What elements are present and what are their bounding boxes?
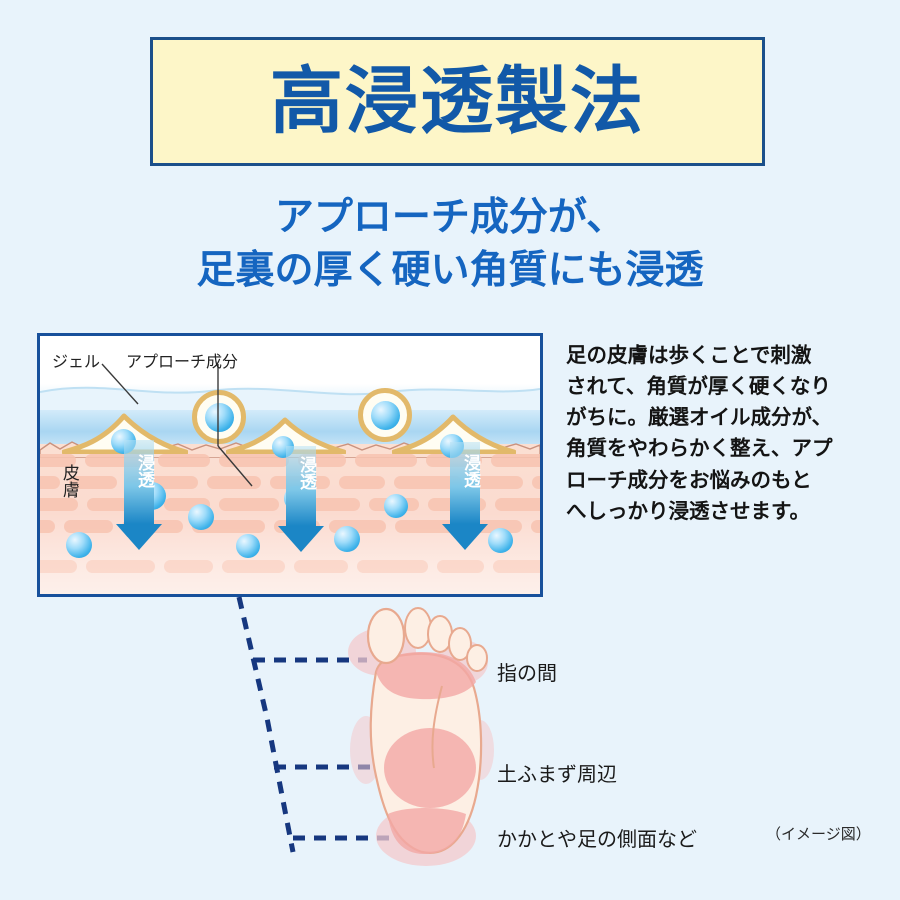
callout-label-toes: 指の間 <box>497 663 557 685</box>
gel-surface-wave-icon <box>40 386 540 410</box>
ingredient-bead-icon <box>384 494 408 518</box>
subtitle-line-1: アプローチ成分が、 <box>274 196 626 239</box>
title-banner: 高浸透製法 <box>150 37 765 166</box>
foot-illustration <box>330 600 510 870</box>
subtitle: アプローチ成分が、 足裏の厚く硬い角質にも浸透 <box>0 192 900 297</box>
ingredient-bead-icon <box>236 534 260 558</box>
diagram-illustration: 浸透 浸透 浸透 ジェル アプローチ成分 皮膚 <box>40 336 540 594</box>
callout-label-arch: 土ふまず周辺 <box>497 764 617 786</box>
skin-label: 皮膚 <box>59 464 79 498</box>
skin-cell-row <box>40 560 540 573</box>
description-line-2: されて、角質が厚く硬くなり <box>566 375 831 399</box>
description-text: 足の皮膚は歩くことで刺激 されて、角質が厚く硬くなり がちに。厳選オイル成分が、… <box>566 340 878 527</box>
description-line-4: 角質をやわらかく整え、アプ <box>566 437 833 461</box>
skin-cell-row <box>40 476 540 489</box>
foot-sole-icon <box>348 607 494 866</box>
label-leader-lines-icon <box>101 363 253 487</box>
description-line-3: がちに。厳選オイル成分が、 <box>566 406 833 430</box>
ingredient-bead-icon <box>66 532 92 558</box>
ingredient-bead-icon <box>371 401 400 430</box>
page-title: 高浸透製法 <box>270 61 645 142</box>
ingredient-bead-icon <box>188 504 214 530</box>
ingredient-bead-icon <box>334 526 360 552</box>
penetration-arrow: 浸透 <box>278 446 324 552</box>
gel-label: ジェル <box>52 354 101 371</box>
penetration-arrow-label: 浸透 <box>135 454 154 488</box>
description-line-5: ローチ成分をお悩みのもと <box>566 468 812 492</box>
description-line-6: へしっかり浸透させます。 <box>566 499 810 523</box>
penetration-arrow-label: 浸透 <box>297 456 316 490</box>
ingredient-capsule-ring <box>192 390 246 444</box>
description-line-1: 足の皮膚は歩くことで刺激 <box>566 344 812 367</box>
penetration-arrow-label: 浸透 <box>461 454 480 488</box>
subtitle-line-2: 足裏の厚く硬い角質にも浸透 <box>196 248 704 292</box>
ingredient-bead-icon <box>488 528 513 553</box>
penetration-arrow: 浸透 <box>116 440 162 550</box>
callout-label-heel: かかとや足の側面など <box>497 829 697 851</box>
ingredient-bead-icon <box>205 403 234 432</box>
ingredient-label: アプローチ成分 <box>126 354 239 371</box>
penetration-diagram-panel: 浸透 浸透 浸透 ジェル アプローチ成分 皮膚 <box>37 333 543 597</box>
penetration-arrow: 浸透 <box>442 442 488 550</box>
image-note: （イメージ図） <box>766 826 871 843</box>
